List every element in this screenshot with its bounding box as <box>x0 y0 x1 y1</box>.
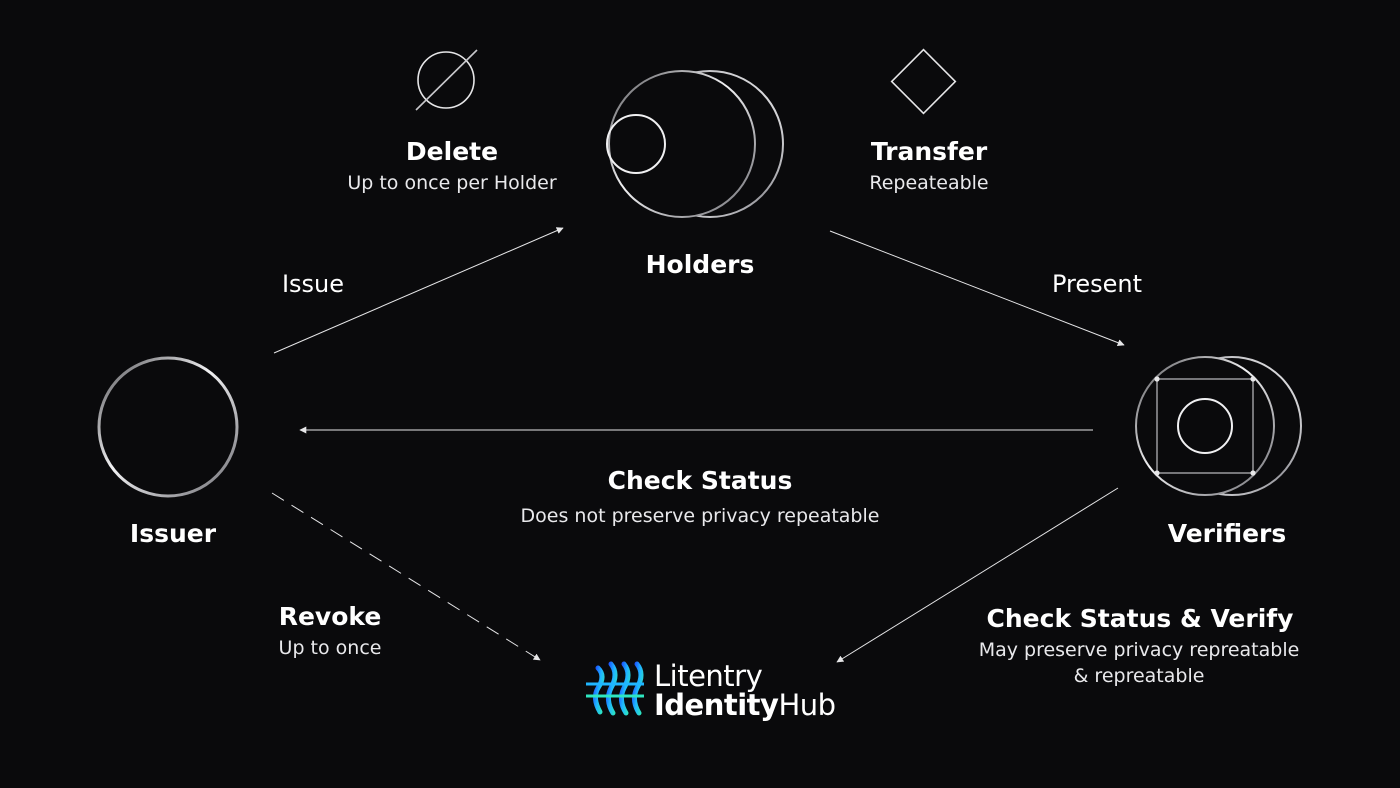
issuer-label: Issuer <box>129 519 217 548</box>
check-verify-subtitle-line1: May preserve privacy repreatable <box>978 639 1300 661</box>
logo-identity-text: Identity <box>654 688 779 722</box>
issue-arrow <box>273 227 564 354</box>
transfer-title: Transfer <box>870 137 988 166</box>
present-label: Present <box>1051 270 1143 298</box>
present-arrow <box>829 230 1125 346</box>
holders-label: Holders <box>645 250 755 279</box>
check-verify-title: Check Status & Verify <box>986 604 1294 633</box>
transfer-subtitle: Repeateable <box>869 172 989 194</box>
check-status-title: Check Status <box>607 466 793 495</box>
check-verify-subtitle-line2: & repreatable <box>1073 665 1205 687</box>
issue-label: Issue <box>281 270 345 298</box>
check-verify-arrow <box>836 487 1119 663</box>
logo-hub-text: Hub <box>778 688 836 722</box>
revoke-title: Revoke <box>278 602 382 631</box>
logo-line1: Litentry <box>654 659 763 693</box>
circle-slash-icon <box>415 49 478 111</box>
delete-title: Delete <box>405 137 499 166</box>
verifiers-icon <box>1135 356 1302 496</box>
check-status-subtitle: Does not preserve privacy repeatable <box>520 505 880 527</box>
holders-icon <box>606 70 784 218</box>
issuer-icon <box>97 356 239 498</box>
delete-subtitle: Up to once per Holder <box>347 172 557 194</box>
revoke-arrow <box>271 492 541 661</box>
revoke-subtitle: Up to once <box>278 637 382 659</box>
diamond-icon <box>890 48 957 115</box>
verifiers-label: Verifiers <box>1167 519 1287 548</box>
litentry-logo-mark <box>586 661 644 716</box>
logo-line2: IdentityHub <box>654 689 836 721</box>
